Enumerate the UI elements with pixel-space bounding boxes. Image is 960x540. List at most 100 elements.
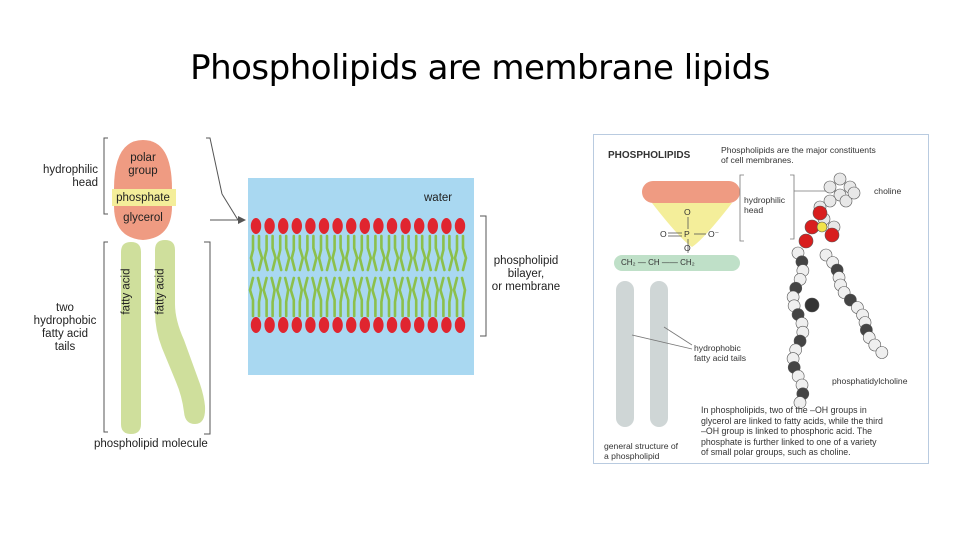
bilayer-tail-top [290, 234, 297, 272]
bilayer-head-bottom [373, 317, 384, 333]
bilayer-head-top [454, 218, 466, 234]
glycerol-label: glycerol [123, 212, 163, 224]
bilayer-tail-top [399, 234, 405, 272]
bilayer-tail-top [352, 234, 359, 272]
panel-general-structure-caption: general structure of a phospholipid [604, 441, 679, 461]
bilayer-tail-bottom [256, 276, 263, 318]
bilayer-tail-top [317, 234, 324, 272]
bilayer-head-top [250, 218, 262, 234]
bilayer-tail-bottom [343, 276, 350, 318]
bilayer-tail-bottom [384, 276, 391, 318]
bilayer-tail-top [366, 234, 373, 272]
bilayer-head-bottom [346, 317, 357, 333]
bilayer-tail-bottom [316, 276, 323, 318]
molecule-caption: phospholipid molecule [94, 438, 208, 450]
bilayer-tail-top [385, 234, 392, 272]
spacefill-atom [875, 346, 889, 359]
phospholipid-molecule-diagram [103, 137, 223, 435]
bilayer-tail-bottom [330, 276, 336, 318]
panel-phosphate-p: P [684, 229, 690, 239]
bilayer-tail-top [372, 234, 378, 272]
spacefill-oxygen-atom [824, 227, 840, 243]
bilayer-tail-top [358, 234, 365, 272]
bilayer-tail-top [420, 234, 427, 272]
bilayer-tail-top [312, 234, 318, 272]
bilayer-tail-bottom [283, 276, 290, 318]
spacefill-oxygen-atom [812, 205, 828, 221]
bilayer-head-bottom [332, 317, 343, 333]
bilayer-label: phospholipid bilayer, or membrane [491, 255, 561, 293]
bilayer-head-top [264, 218, 275, 234]
panel-heading: PHOSPHOLIPIDS [608, 150, 691, 161]
bilayer-tail-top [339, 234, 345, 272]
spacefill-atom [847, 186, 861, 200]
spacefill-atom [823, 180, 837, 194]
panel-intro-text: Phospholipids are the major constituents… [721, 145, 876, 165]
bilayer-head-top [278, 218, 289, 234]
head-bracket [103, 137, 108, 215]
slide-title: Phospholipids are membrane lipids [190, 48, 770, 88]
bilayer-head-top [386, 218, 398, 234]
bilayer-tail-top [440, 234, 446, 272]
bilayer-bracket [480, 215, 487, 337]
bilayer-tail-bottom [311, 276, 317, 318]
phosphate-band [112, 189, 176, 206]
bilayer-tail-top [263, 234, 269, 272]
bilayer-tail-bottom [460, 276, 467, 318]
bilayer-tail-bottom [248, 276, 255, 318]
water-label: water [424, 192, 453, 204]
bilayer-tail-bottom [262, 276, 268, 318]
bilayer-tail-bottom [270, 276, 276, 318]
bilayer-tail-bottom [433, 276, 440, 318]
pointer-line-head [206, 137, 223, 195]
spacefill-atom [823, 194, 837, 208]
panel-tail-left [616, 281, 634, 427]
general-structure-diagram [614, 172, 889, 427]
bilayer-tail-top [453, 234, 460, 272]
phospholipids-figure-panel: PHOSPHOLIPIDS Phospholipids are the majo… [593, 134, 929, 464]
bilayer-head-bottom [441, 317, 452, 333]
water-background [248, 178, 474, 375]
bilayer-diagram [248, 178, 474, 375]
bilayer-tail-top [325, 234, 332, 272]
spacefill-atom [839, 194, 853, 208]
bilayer-tail-top [271, 234, 277, 272]
bilayer-head-bottom [427, 317, 438, 333]
panel-phosphate-o-minus: O⁻ [708, 229, 720, 239]
bilayer-tail-bottom [439, 276, 445, 318]
bilayer-tail-bottom [371, 276, 377, 318]
bilayer-head-top [414, 218, 425, 234]
bilayer-head-top [318, 218, 330, 234]
bilayer-tail-top [249, 234, 256, 272]
panel-phosphate-o-left: O [660, 229, 667, 239]
bilayer-tail-top [448, 234, 454, 272]
pointer-line-tail [204, 241, 211, 435]
bilayer-head-top [291, 218, 302, 234]
bilayer-head-bottom [359, 317, 370, 333]
bilayer-tail-top [393, 234, 400, 272]
bilayer-tail-top [380, 234, 386, 272]
bilayer-head-bottom [291, 317, 302, 333]
panel-phosphate-shape [652, 203, 732, 247]
bilayer-tail-bottom [275, 276, 282, 318]
bilayer-head-top [332, 218, 343, 234]
spacefill-phosphorus-atom [816, 221, 828, 233]
bilayer-tail-top [426, 234, 433, 272]
panel-polar-head [642, 181, 740, 203]
bilayer-tail-top [461, 234, 468, 272]
panel-phosphate-o-bottom: O [684, 243, 691, 253]
bilayer-head-top [359, 218, 370, 234]
bilayer-tail-bottom [303, 276, 309, 318]
bilayer-tail-bottom [338, 276, 344, 318]
bilayer-tail-top [284, 234, 291, 272]
bilayer-tail-top [344, 234, 351, 272]
panel-tail-right [650, 281, 668, 427]
bilayer-head-bottom [454, 317, 466, 333]
bilayer-tail-bottom [379, 276, 385, 318]
bilayer-tail-top [257, 234, 264, 272]
spacefill-atom [833, 172, 847, 186]
bilayer-head-bottom [264, 317, 275, 333]
pointer-arrow [210, 193, 246, 224]
spacefill-oxygen-atom [798, 233, 814, 249]
phosphate-label: phosphate [116, 192, 170, 204]
